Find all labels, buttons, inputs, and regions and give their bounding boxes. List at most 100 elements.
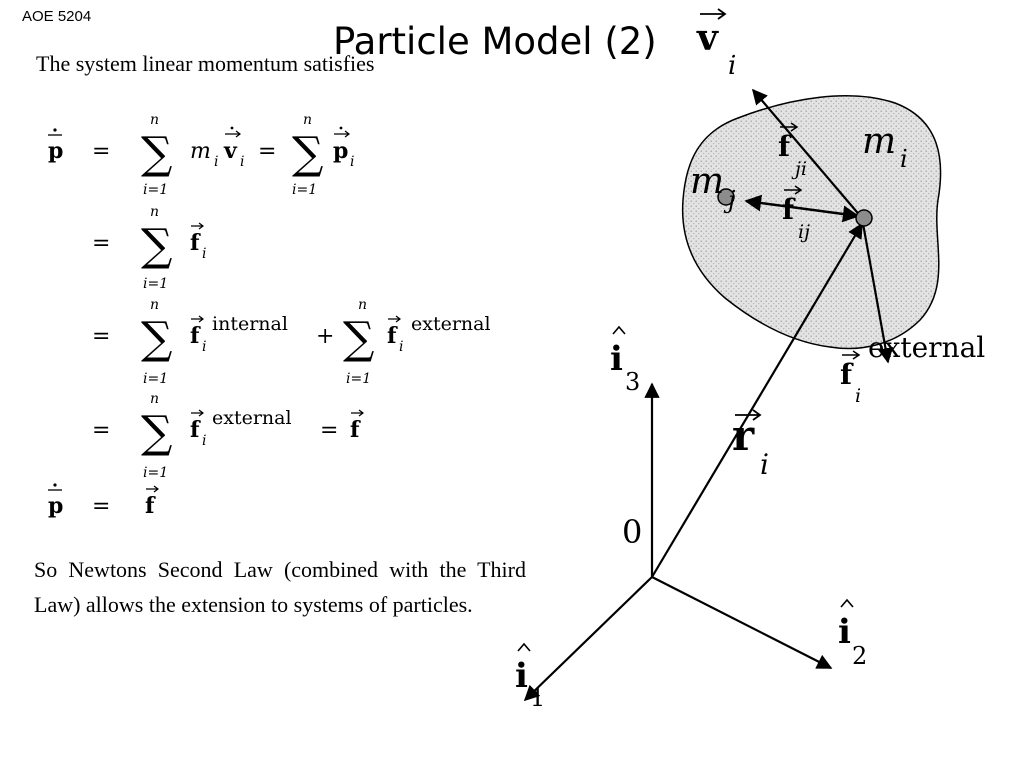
mass-i-label: m — [862, 121, 896, 162]
sum-upper-n: n — [150, 204, 159, 220]
v-dot-symbol: v — [223, 138, 238, 164]
sum-sign: ∑ — [141, 220, 172, 271]
external-force-vector — [860, 217, 894, 364]
position-label: r — [732, 411, 755, 460]
external-superscript: external — [212, 407, 292, 429]
vector-arrow — [700, 8, 727, 20]
equals-sign: = — [92, 418, 110, 443]
f-symbol: f — [145, 493, 156, 519]
vector-arrow — [191, 409, 204, 417]
sum-sign: ∑ — [141, 407, 172, 458]
external-superscript: external — [411, 313, 491, 335]
vector-arrow — [146, 485, 159, 493]
p-subscript: i — [350, 154, 354, 170]
vector-arrow — [780, 122, 799, 132]
sum-lower-index: i=1 — [143, 182, 168, 198]
f-subscript: i — [202, 433, 206, 449]
mass-symbol: m — [190, 139, 211, 164]
sum-upper-n: n — [150, 297, 159, 313]
axis-i3-subscript: 3 — [625, 368, 640, 396]
p-dot-mark — [53, 128, 57, 132]
equation-row-4: = n ∑ i=1 f i external = f — [92, 391, 361, 481]
equals-sign: = — [92, 494, 110, 519]
force-ji-subscript: ji — [791, 158, 807, 180]
axis-i2 — [651, 576, 833, 669]
origin-label: 0 — [622, 513, 642, 551]
sum-upper-n: n — [358, 297, 367, 313]
external-force-subscript: i — [855, 385, 861, 407]
p-dot-symbol: p — [48, 138, 63, 164]
equals-sign: = — [92, 324, 110, 349]
p-dot-mark — [339, 126, 343, 130]
vector-arrow — [191, 222, 204, 230]
axis-i2-subscript: 2 — [852, 642, 867, 670]
sum-sign: ∑ — [141, 128, 172, 179]
hat-mark — [517, 642, 531, 652]
axis-i1 — [523, 576, 653, 702]
equals-sign: = — [258, 139, 276, 164]
vector-arrows — [146, 126, 401, 493]
external-force-superscript: external — [868, 331, 985, 364]
vector-arrow — [784, 185, 803, 195]
sum-upper-n: n — [303, 112, 312, 128]
slide-title: Particle Model (2) — [333, 20, 657, 63]
p-dot-symbol: p — [48, 493, 63, 519]
vector-arrow — [735, 409, 762, 421]
plus-sign: + — [316, 324, 334, 349]
sum-sign: ∑ — [141, 313, 172, 364]
sum-lower-index: i=1 — [346, 371, 371, 387]
position-vector — [651, 222, 863, 578]
internal-superscript: internal — [212, 313, 288, 335]
internal-force-vector — [744, 194, 860, 223]
course-code: AOE 5204 — [22, 8, 92, 25]
summary-text: So Newtons Second Law (combined with the… — [34, 557, 526, 617]
vector-arrow — [388, 315, 401, 323]
position-subscript: i — [760, 448, 769, 481]
sum-lower-index: i=1 — [143, 276, 168, 292]
equals-sign: = — [92, 139, 110, 164]
sum-sign: ∑ — [343, 313, 374, 364]
particle-diagram: v i m i m j f ji f ij f i external r i 0… — [515, 8, 985, 712]
particle-i — [855, 209, 873, 227]
vector-arrow — [191, 315, 204, 323]
equation-row-5: p = f — [48, 483, 156, 519]
f-symbol: f — [190, 417, 201, 443]
f-symbol: f — [387, 323, 398, 349]
mass-j-label: m — [690, 161, 724, 202]
vector-arrow — [842, 350, 861, 360]
axis-i2-label: i — [838, 612, 851, 652]
intro-text: The system linear momentum satisfies — [36, 51, 375, 76]
v-dot-mark — [230, 126, 234, 130]
equals-sign: = — [92, 231, 110, 256]
sum-sign: ∑ — [292, 128, 323, 179]
hat-mark — [840, 598, 854, 608]
axis-i3-label: i — [610, 339, 623, 379]
force-ji-label: f — [778, 130, 792, 163]
v-subscript: i — [240, 154, 244, 170]
force-ij-subscript: ij — [798, 221, 810, 243]
axis-i1-label: i — [515, 656, 528, 696]
sum-upper-n: n — [150, 112, 159, 128]
sum-lower-index: i=1 — [143, 371, 168, 387]
f-symbol: f — [350, 417, 361, 443]
mass-i-subscript: i — [900, 145, 908, 173]
vector-arrow — [351, 409, 364, 417]
hat-mark — [612, 325, 626, 335]
f-subscript: i — [202, 339, 206, 355]
equation-row-2: = n ∑ i=1 f i — [92, 204, 206, 292]
axis-i1-subscript: 1 — [530, 684, 545, 712]
equals-sign: = — [320, 418, 338, 443]
vector-arrow — [334, 130, 350, 138]
velocity-label: v — [696, 17, 719, 59]
f-symbol: f — [190, 230, 201, 256]
p-dot-symbol: p — [333, 138, 348, 164]
equation-row-1: p = n ∑ i=1 m i v i = n ∑ i=1 p i — [48, 112, 354, 198]
mass-subscript: i — [214, 154, 218, 170]
f-symbol: f — [190, 323, 201, 349]
external-force-label: f — [840, 358, 854, 391]
f-subscript: i — [399, 339, 403, 355]
vector-arrow — [225, 130, 241, 138]
particle-j — [717, 188, 735, 206]
sum-lower-index: i=1 — [143, 465, 168, 481]
